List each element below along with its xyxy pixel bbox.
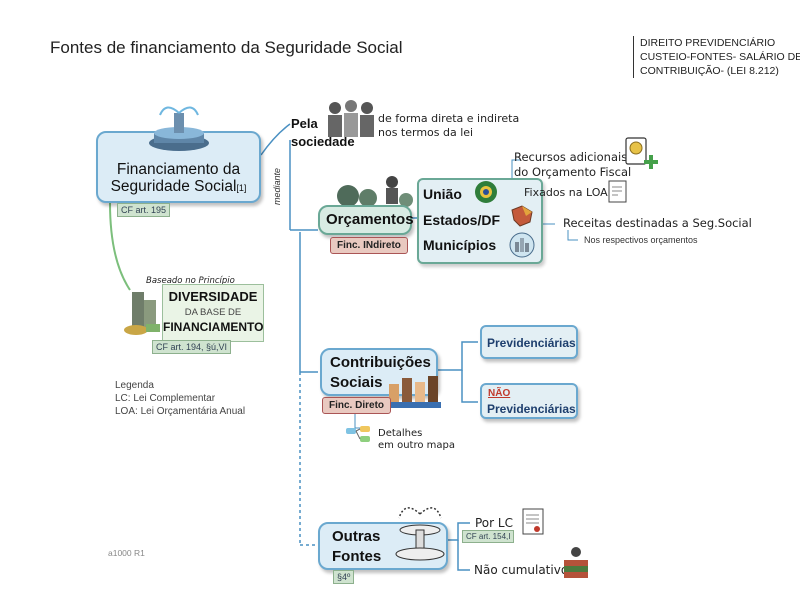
nao-previdenciarias-node: NÃO Previdenciárias — [480, 383, 578, 419]
legend-lc: LC: Lei Complementar — [115, 393, 216, 404]
city-globe-icon — [509, 232, 535, 258]
diversidade-line-1: DIVERSIDADE — [168, 289, 258, 304]
orcamentos-node: Orçamentos — [318, 205, 414, 235]
outras-line-2: Fontes — [332, 548, 382, 565]
brazil-coat-of-arms-icon — [475, 181, 497, 203]
detalhes-line-1: Detalhes — [378, 428, 423, 439]
outras-line-1: Outras — [332, 528, 381, 545]
footer-code: a1000 R1 — [108, 548, 145, 558]
pela-note-1: de forma direta e indireta — [378, 112, 520, 125]
people-group-icon — [328, 100, 374, 137]
legend-title: Legenda — [115, 380, 154, 391]
legend-loa: LOA: Lei Orçamentária Anual — [115, 406, 246, 417]
fountain-icon — [149, 106, 209, 151]
financiamento-line-1: Financiamento da — [116, 161, 241, 178]
receitas-label: Receitas destinadas a Seg.Social — [563, 216, 752, 230]
mediante-label: mediante — [272, 167, 282, 205]
nao-previdenciarias-label: Previdenciárias — [487, 402, 576, 416]
money-bags-icon — [337, 176, 413, 207]
header-subject: DIREITO PREVIDENCIÁRIO CUSTEIO-FONTES- S… — [633, 36, 800, 78]
recursos-line-1: Recursos adicionais — [514, 150, 628, 164]
finc-direto-tag: Finc. Direto — [322, 397, 392, 414]
nao-cumulativo-label: Não cumulativo — [474, 563, 569, 577]
diversidade-line-3: FINANCIAMENTO — [163, 320, 264, 334]
previdenciarias-label: Previdenciárias — [487, 336, 576, 350]
previdenciarias-node: Previdenciárias — [480, 325, 578, 359]
person-money-stack-icon — [564, 547, 588, 578]
municipios-label: Municípios — [423, 237, 497, 253]
nao-label: NÃO — [488, 388, 511, 399]
page-title: Fontes de financiamento da Seguridade So… — [50, 38, 403, 57]
cf-art-154-badge: CF art. 154,I — [462, 530, 515, 543]
header-line-1: DIREITO PREVIDENCIÁRIO — [640, 37, 776, 49]
paragrafo-4-badge: §4º — [333, 570, 355, 584]
legend: Legenda LC: Lei Complementar LOA: Lei Or… — [115, 379, 245, 418]
diversidade-card: DIVERSIDADE DA BASE DE FINANCIAMENTO — [162, 284, 264, 342]
cf-art-194-badge: CF art. 194, §ú,VI — [152, 340, 232, 354]
por-lc-label: Por LC — [475, 516, 513, 530]
fountain-icon-small — [395, 507, 445, 561]
financiamento-label: Financiamento da Seguridade Social[1] — [98, 161, 259, 197]
diversidade-line-2: DA BASE DE — [184, 307, 242, 318]
header-line-3: CONTRIBUIÇÃO- (LEI 8.212) — [640, 65, 779, 77]
raised-hands-icon — [389, 376, 441, 408]
financiamento-node: Financiamento da Seguridade Social[1] — [96, 106, 261, 203]
financiamento-footnote: [1] — [236, 183, 247, 193]
brazil-map-icon — [511, 205, 533, 227]
contribuicoes-line-1: Contribuições — [330, 354, 431, 371]
pela-sociedade-label: Pela sociedade — [291, 115, 355, 151]
detalhes-line-2: em outro mapa — [378, 440, 455, 451]
finc-indireto-tag: Finc. INdireto — [330, 237, 408, 254]
contribuicoes-line-2: Sociais — [330, 374, 383, 391]
pela-note-2: nos termos da lei — [378, 126, 474, 139]
buildings-money-icon — [124, 292, 160, 335]
baseado-label: Baseado no Princípio — [146, 276, 235, 286]
fixados-label: Fixados na LOA — [524, 186, 608, 199]
uniao-label: União — [423, 186, 462, 202]
outras-fontes-node: Outras Fontes — [318, 522, 448, 570]
pela-line-1: Pela — [291, 116, 318, 131]
financiamento-line-2: Seguridade Social — [110, 178, 237, 195]
coins-plus-icon — [625, 137, 658, 169]
header-line-2: CUSTEIO-FONTES- SALÁRIO DE — [640, 51, 800, 63]
orcamentos-label: Orçamentos — [326, 211, 414, 228]
document-signed-icon — [608, 180, 627, 203]
mind-map-icon — [346, 426, 370, 442]
cf-art-195-badge: CF art. 195 — [117, 203, 171, 217]
pela-line-2: sociedade — [291, 134, 355, 149]
law-document-icon — [522, 508, 544, 535]
estados-label: Estados/DF — [423, 212, 501, 228]
recursos-line-2: do Orçamento Fiscal — [514, 165, 632, 179]
nos-respectivos-label: Nos respectivos orçamentos — [584, 235, 698, 245]
